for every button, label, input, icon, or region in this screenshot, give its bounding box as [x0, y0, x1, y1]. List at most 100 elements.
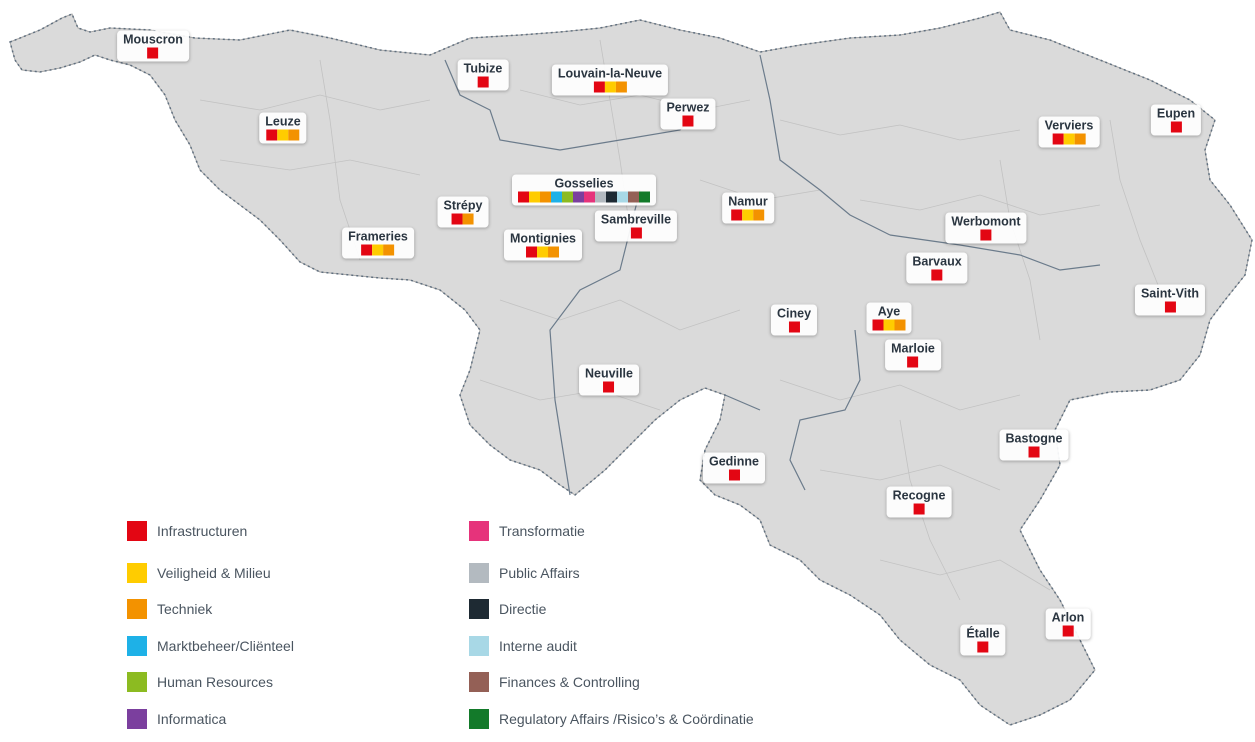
department-swatch-hr — [562, 191, 573, 203]
site--talle: Étalle — [960, 624, 1006, 656]
department-swatches — [518, 191, 650, 203]
legend-label: Veiligheid & Milieu — [157, 565, 271, 581]
legend-item-market: Marktbeheer/Cliënteel — [127, 636, 294, 656]
department-swatch-safety — [372, 244, 384, 256]
department-swatches — [728, 209, 768, 221]
site-eupen: Eupen — [1150, 104, 1202, 136]
department-swatches — [510, 246, 576, 258]
legend-label: Infrastructuren — [157, 523, 248, 539]
department-swatch-safety — [883, 319, 895, 331]
site-name: Tubize — [463, 61, 503, 76]
department-swatch-safety — [277, 129, 289, 141]
department-swatches — [558, 81, 662, 93]
legend-item-regulatory: Regulatory Affairs /Risico’s & Coördinat… — [469, 709, 754, 729]
legend-swatch — [469, 599, 489, 619]
site-recogne: Recogne — [886, 486, 952, 518]
department-swatches — [951, 229, 1020, 241]
site-name: Mouscron — [123, 32, 183, 47]
site-perwez: Perwez — [660, 98, 716, 130]
site-neuville: Neuville — [579, 364, 639, 396]
site-name: Ciney — [776, 306, 812, 321]
department-swatch-infra — [603, 381, 615, 393]
legend-swatch — [127, 636, 147, 656]
department-swatch-tech — [753, 209, 765, 221]
legend-item-finance: Finances & Controlling — [469, 672, 640, 692]
department-swatch-infra — [526, 246, 538, 258]
site-name: Sambreville — [600, 212, 672, 227]
department-swatches — [585, 381, 633, 393]
department-swatch-infra — [931, 269, 943, 281]
department-swatch-safety — [604, 81, 616, 93]
legend-item-direction: Directie — [469, 599, 546, 619]
site-montignies: Montignies — [504, 229, 582, 261]
department-swatches — [966, 641, 999, 653]
legend-item-audit: Interne audit — [469, 636, 577, 656]
department-swatch-safety — [742, 209, 754, 221]
site-name: Frameries — [348, 229, 408, 244]
department-swatches — [123, 47, 183, 59]
department-swatch-direction — [606, 191, 617, 203]
site-name: Barvaux — [912, 254, 962, 269]
legend-item-infra: Infrastructuren — [127, 521, 247, 541]
site-name: Arlon — [1051, 610, 1085, 625]
legend-item-public: Public Affairs — [469, 563, 580, 583]
department-swatch-infra — [1062, 625, 1074, 637]
site-namur: Namur — [722, 192, 774, 224]
site-name: Louvain-la-Neuve — [557, 66, 663, 81]
department-swatch-infra — [977, 641, 989, 653]
department-swatch-infra — [361, 244, 373, 256]
department-swatch-tech — [1074, 133, 1086, 145]
department-swatch-infra — [452, 213, 463, 225]
site-name: Leuze — [265, 114, 301, 129]
site-name: Bastogne — [1005, 431, 1063, 446]
site-barvaux: Barvaux — [906, 252, 968, 284]
legend-swatch — [127, 709, 147, 729]
legend-swatch — [127, 672, 147, 692]
department-swatch-infra — [1028, 446, 1040, 458]
site-werbomont: Werbomont — [945, 212, 1027, 244]
site-saint-vith: Saint-Vith — [1134, 284, 1206, 316]
department-swatch-tech — [548, 246, 560, 258]
site-tubize: Tubize — [457, 59, 509, 91]
site-name: Perwez — [666, 100, 710, 115]
department-swatch-infra — [1164, 301, 1176, 313]
department-swatch-infra — [872, 319, 884, 331]
department-swatches — [872, 319, 906, 331]
site-name: Saint-Vith — [1140, 286, 1200, 301]
department-swatches — [1045, 133, 1094, 145]
department-swatch-it — [573, 191, 584, 203]
department-swatches — [1052, 625, 1085, 637]
site-aye: Aye — [866, 302, 912, 334]
site-name: Eupen — [1156, 106, 1196, 121]
legend-swatch — [469, 521, 489, 541]
legend-label: Transformatie — [499, 523, 585, 539]
department-swatch-tech — [383, 244, 395, 256]
department-swatch-infra — [147, 47, 159, 59]
department-swatch-safety — [529, 191, 540, 203]
legend-swatch — [127, 521, 147, 541]
country-border — [9, 11, 1253, 726]
department-swatches — [265, 129, 300, 141]
department-swatch-infra — [913, 503, 925, 515]
legend-item-safety: Veiligheid & Milieu — [127, 563, 271, 583]
department-swatch-market — [551, 191, 562, 203]
site-ciney: Ciney — [770, 304, 818, 336]
department-swatch-transfo — [584, 191, 595, 203]
legend-item-it: Informatica — [127, 709, 226, 729]
department-swatch-tech — [288, 129, 300, 141]
site-name: Marloie — [891, 341, 935, 356]
legend-swatch — [127, 599, 147, 619]
site-name: Verviers — [1044, 118, 1094, 133]
department-swatches — [444, 213, 483, 225]
site-name: Montignies — [510, 231, 576, 246]
department-swatches — [891, 356, 935, 368]
department-swatches — [1141, 301, 1199, 313]
department-swatches — [348, 244, 408, 256]
department-swatches — [777, 321, 811, 333]
department-swatch-tech — [615, 81, 627, 93]
legend-item-transfo: Transformatie — [469, 521, 585, 541]
department-swatches — [1157, 121, 1195, 133]
legend-item-tech: Techniek — [127, 599, 212, 619]
site-name: Namur — [728, 194, 768, 209]
site-name: Aye — [877, 304, 901, 319]
